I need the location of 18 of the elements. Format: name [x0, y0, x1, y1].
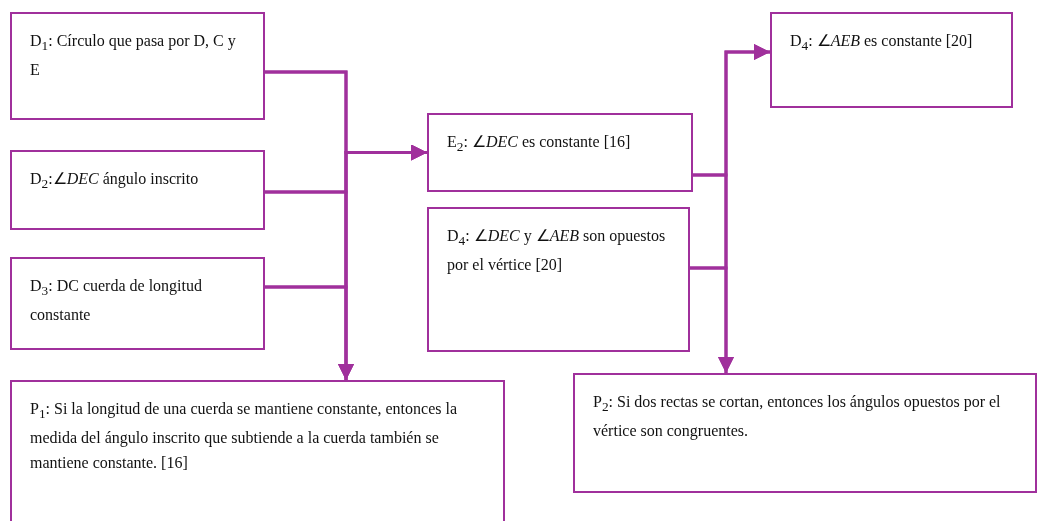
box-text: D$_{3}$: DC cuerda de longitud constante: [30, 276, 203, 325]
arrow: [690, 266, 734, 373]
text-box: [427, 207, 690, 352]
box-text: P$_{1}$: Si la longitud de una cuerda se mantiene constante, entonces la medida del ángulo inscrito que subtiende a la cuerda también se mantiene constante. [16]: [30, 399, 458, 474]
box-text: D$_{4}$: ∠DEC y ∠AEB son opuestos por el vértice [20]: [447, 226, 667, 276]
box-text: D$_{4}$: ∠AEB es constante [20]: [790, 31, 974, 56]
arrow: [265, 285, 354, 380]
box-text: D$_{1}$: Círculo que pasa por D, C y E: [30, 31, 237, 80]
text-box: [427, 113, 693, 192]
text-box: [770, 12, 1013, 108]
text-box: [10, 380, 505, 521]
box-text: P$_{2}$: Si dos rectas se cortan, entonces los ángulos opuestos por el vértice son congruentes.: [593, 392, 1002, 442]
text-box: [10, 257, 265, 350]
text-box: [573, 373, 1037, 493]
box-text: D$_{2}$:∠DEC ángulo inscrito: [30, 169, 200, 194]
text-box: [10, 12, 265, 120]
box-text: E$_{2}$: ∠DEC es constante [16]: [447, 132, 632, 157]
text-box: [10, 150, 265, 230]
